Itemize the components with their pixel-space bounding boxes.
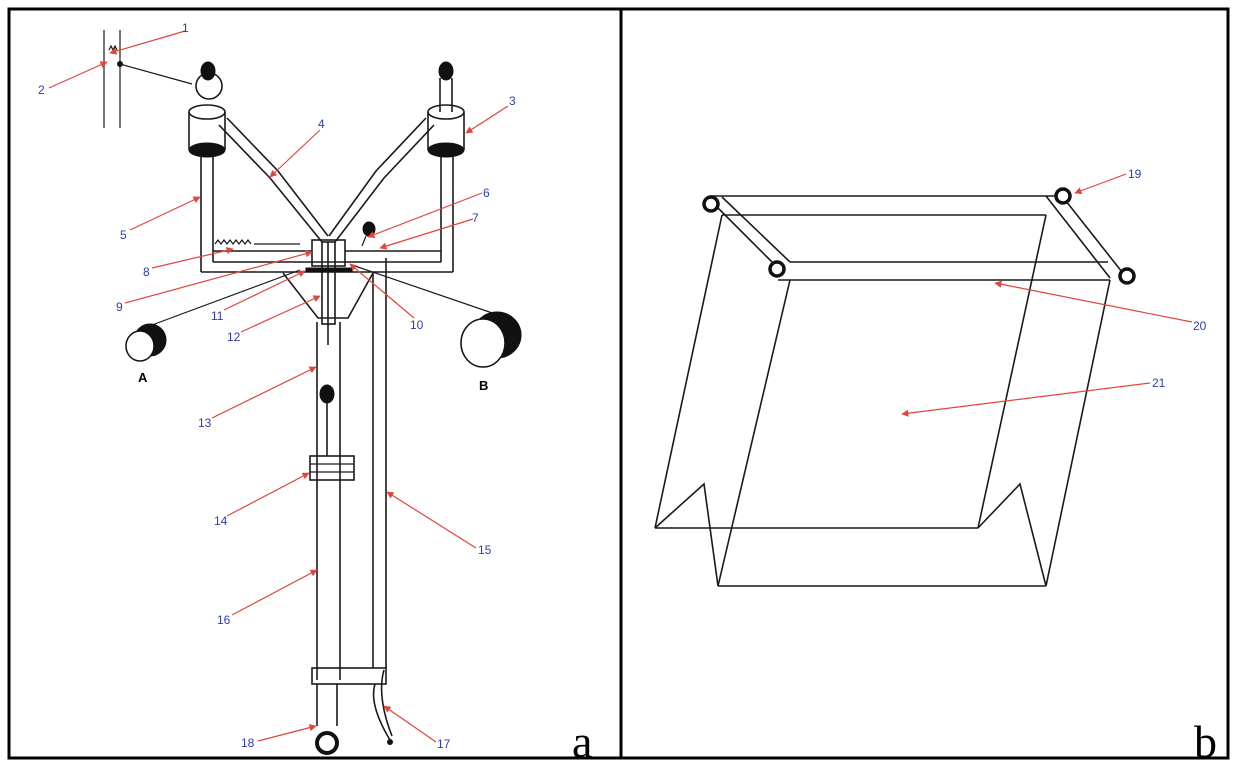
callout-18: 18: [241, 736, 255, 750]
callout-19: 19: [1128, 167, 1142, 181]
callout-17: 17: [437, 737, 451, 751]
figure-border: [7, 7, 1230, 760]
callout-14: 14: [214, 514, 228, 528]
callout-8: 8: [143, 265, 150, 279]
end-label-a: A: [138, 370, 148, 385]
callout-15: 15: [478, 543, 492, 557]
callout-9: 9: [116, 300, 123, 314]
callout-5: 5: [120, 228, 127, 242]
callout-11: 11: [211, 309, 224, 323]
callout-20: 20: [1193, 319, 1207, 333]
callout-10: 10: [410, 318, 424, 332]
callout-4: 4: [318, 117, 325, 131]
callout-13: 13: [198, 416, 212, 430]
callout-12: 12: [227, 330, 241, 344]
callout-7: 7: [472, 211, 479, 225]
panel-letter-b: b: [1194, 716, 1217, 767]
callout-3: 3: [509, 94, 516, 108]
callout-1: 1: [182, 21, 189, 35]
callout-16: 16: [217, 613, 231, 627]
callout-6: 6: [483, 186, 490, 200]
panel-letter-a: a: [572, 716, 592, 767]
callout-21: 21: [1152, 376, 1166, 390]
panel-b: [654, 173, 1193, 587]
end-label-b: B: [479, 378, 488, 393]
callout-2: 2: [38, 83, 45, 97]
panel-a: [48, 30, 522, 755]
